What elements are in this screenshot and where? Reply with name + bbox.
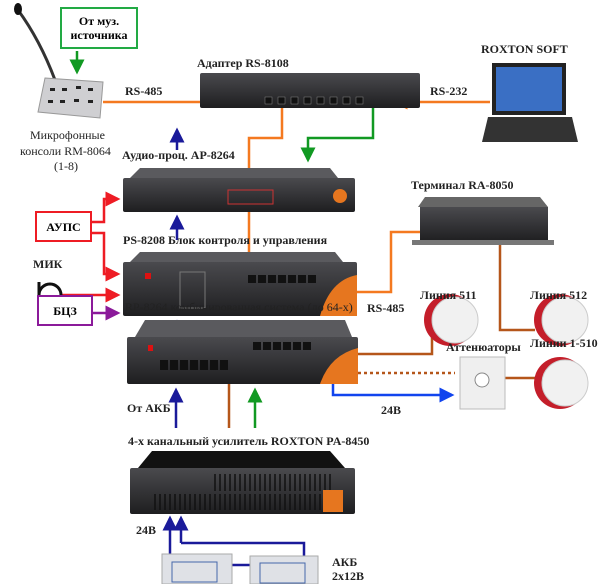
24v-bottom-label: 24В	[136, 523, 157, 537]
music-source-box: От муз. источника	[60, 7, 138, 49]
terminal-label: Терминал RA-8050	[411, 178, 514, 192]
battery-2-icon	[249, 555, 319, 584]
mic-label: МИК	[33, 257, 63, 271]
attenuator-icon	[459, 356, 506, 410]
aups-line-1	[92, 191, 121, 224]
laptop-icon	[482, 63, 578, 142]
aups-box: АУПС	[35, 211, 92, 242]
software-label: ROXTON SOFT	[481, 42, 568, 56]
adapter-label: Адаптер RS-8108	[197, 56, 289, 70]
console-label-2: консоли RM-8064	[20, 144, 111, 158]
rs485-mid-label: RS-485	[367, 301, 405, 315]
audio-line	[300, 105, 375, 163]
rs232-label: RS-232	[430, 84, 468, 98]
rs485-terminal-line	[357, 230, 420, 294]
amplifier-pa8450-device	[130, 451, 355, 514]
line512-label: Линия 512	[530, 288, 588, 302]
ap8264-device	[123, 168, 355, 212]
audio-proc-label: Аудио-проц. AP-8264	[122, 148, 235, 162]
adapter-rs8108-device	[200, 73, 420, 108]
line511-label: Линия 511	[420, 288, 477, 302]
amplifier-label: 4-х канальный усилитель ROXTON PA-8450	[128, 434, 370, 448]
akb-label-1: АКБ	[332, 555, 358, 569]
bcz-box: БЦЗ	[37, 295, 93, 326]
battery-line	[181, 541, 306, 556]
rs485-top-label: RS-485	[125, 84, 163, 98]
rs485-vertical-line	[247, 104, 284, 305]
24v-right-label: 24В	[381, 403, 402, 417]
terminal-ra8050-device	[412, 197, 554, 245]
rp-speaker-line	[358, 322, 434, 356]
battery-1-icon	[161, 553, 233, 584]
ps8208-device	[123, 252, 357, 316]
rp8264-label: RP-8264 комбинированная система (до 64-х…	[125, 300, 353, 314]
lines-1-510-label: Линии 1-510	[530, 336, 598, 350]
mic-console-icon	[14, 3, 104, 119]
rp8264-device	[127, 320, 358, 384]
terminal-speaker-line	[498, 220, 535, 332]
speaker-line-512-icon	[534, 294, 589, 346]
aups-line-2	[92, 231, 121, 282]
console-label-3: (1-8)	[54, 159, 78, 173]
akb-label-2: 2x12В	[332, 569, 365, 583]
speaker-lines-1-510-icon	[534, 357, 589, 409]
attenuators-label: Аттенюаторы	[446, 340, 521, 354]
24v-attenuator-line	[331, 383, 455, 403]
from-akb-label: От АКБ	[127, 401, 171, 415]
speaker-line-511-icon	[424, 294, 479, 346]
console-label-1: Микрофонные	[30, 128, 105, 142]
ps8208-label: PS-8208 Блок контроля и управления	[123, 233, 328, 247]
